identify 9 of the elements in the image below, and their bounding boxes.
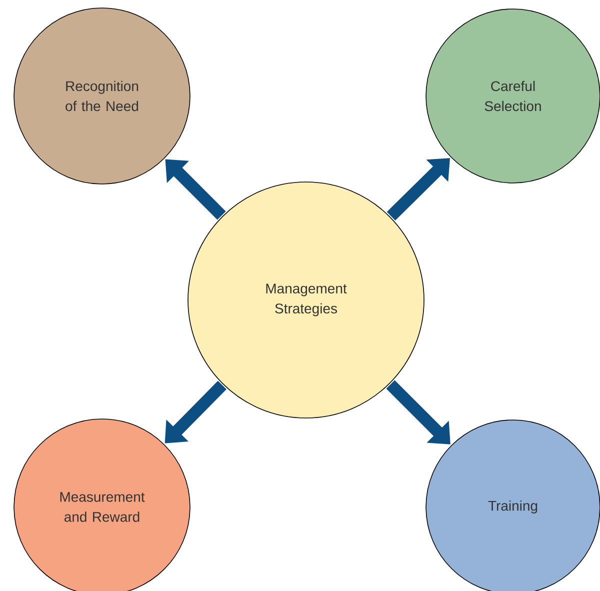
circle-node: Training bbox=[426, 420, 600, 591]
block-arrow bbox=[386, 158, 450, 220]
circle-node: Measurement and Reward bbox=[14, 418, 190, 591]
block-arrow bbox=[165, 159, 226, 220]
block-arrow bbox=[164, 380, 226, 444]
circle-node: Management Strategies bbox=[188, 182, 424, 418]
circle-node: Recognition of the Need bbox=[14, 8, 190, 184]
circle-node: Careful Selection bbox=[426, 8, 600, 184]
block-arrow bbox=[386, 380, 450, 444]
